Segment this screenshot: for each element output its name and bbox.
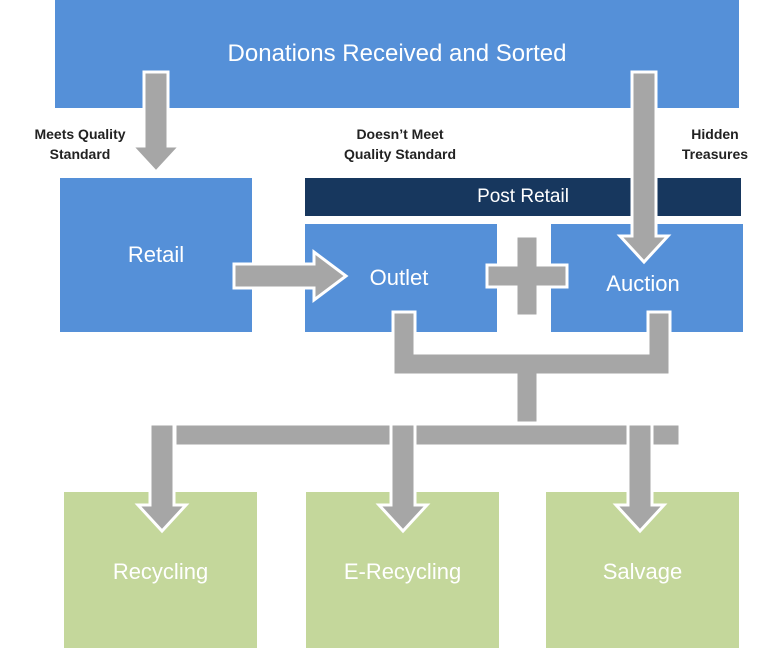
post-retail-bar: Post Retail: [305, 178, 741, 216]
meets-quality-line1: Meets Quality: [34, 126, 126, 142]
meets-quality-label: Meets Quality Standard: [10, 124, 150, 164]
donations-box: Donations Received and Sorted: [55, 0, 739, 108]
e-recycling-label: E-Recycling: [343, 559, 462, 584]
outlet-label: Outlet: [369, 265, 429, 290]
doesnt-meet-line1: Doesn’t Meet: [356, 126, 444, 142]
post-retail-label: Post Retail: [477, 186, 569, 207]
distribution-bar: [173, 422, 682, 448]
hidden-treasures-line2: Treasures: [681, 146, 749, 162]
e-recycling-box: E-Recycling: [306, 492, 499, 648]
retail-box: Retail: [60, 178, 252, 332]
doesnt-meet-label: Doesn’t Meet Quality Standard: [325, 124, 475, 164]
outlet-box: Outlet: [305, 224, 497, 332]
doesnt-meet-line2: Quality Standard: [343, 146, 457, 162]
retail-label: Retail: [127, 242, 185, 267]
salvage-box: Salvage: [546, 492, 739, 648]
auction-box: Auction: [551, 224, 743, 332]
hidden-treasures-label: Hidden Treasures: [670, 124, 760, 164]
salvage-label: Salvage: [602, 559, 683, 584]
meets-quality-line2: Standard: [49, 146, 111, 162]
recycling-box: Recycling: [64, 492, 257, 648]
donations-label: Donations Received and Sorted: [227, 40, 567, 67]
auction-label: Auction: [606, 271, 680, 296]
hidden-treasures-line1: Hidden: [691, 126, 739, 142]
recycling-label: Recycling: [112, 559, 209, 584]
